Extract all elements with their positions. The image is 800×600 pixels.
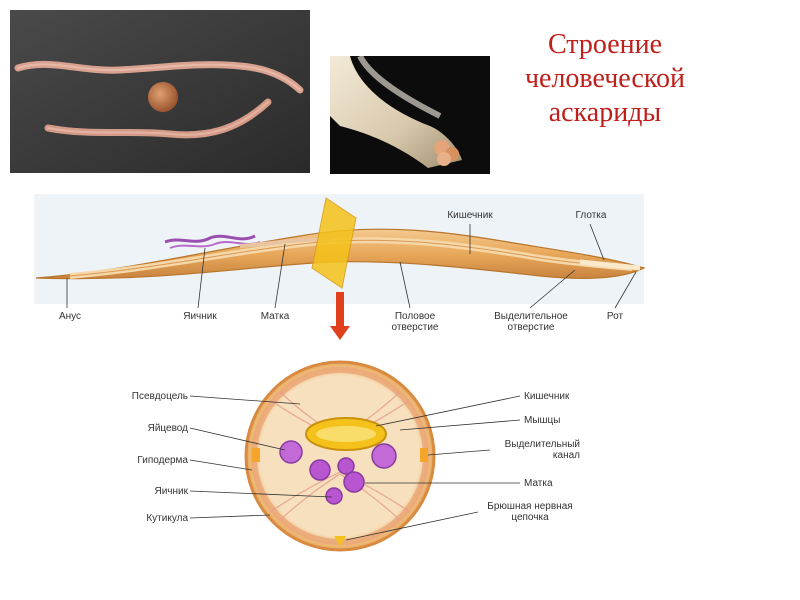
title-line-3: аскариды: [548, 97, 662, 128]
cross-nerve-cord: [334, 536, 346, 546]
label-excretory-canal-line-1: Выделительный: [504, 439, 580, 450]
cut-plane: [311, 197, 357, 289]
label-muscles: Мышцы: [524, 415, 561, 426]
cross-oviduct: [279, 440, 303, 464]
label-excretory-pore-line-2: отверстие: [507, 322, 555, 333]
photo-worms-with-coin: [10, 10, 310, 173]
cross-uterus-top: [371, 443, 397, 469]
label-excretory-canal: Выделительный канал: [480, 439, 580, 461]
cross-uterus: [343, 471, 365, 493]
page-title: Строение человеческой аскариды: [510, 28, 700, 130]
cross-leader-lines: [189, 395, 521, 541]
label-pseudocoel: Псевдоцель: [131, 391, 188, 402]
longitudinal-leader-lines: [66, 223, 637, 309]
coin: [148, 82, 178, 112]
cross-excretory-canal-left: [252, 448, 260, 462]
label-ovary-cross: Яичник: [154, 486, 188, 497]
ovary-coils: [164, 234, 256, 244]
longitudinal-section: [35, 197, 646, 289]
label-intestine-cross: Кишечник: [524, 391, 570, 402]
label-hypodermis: Гиподерма: [137, 455, 188, 466]
worms-photo-drawing: [10, 10, 310, 173]
label-genital-pore: Половое отверстие: [380, 311, 450, 333]
cross-excretory-canal: [420, 448, 428, 462]
title-line-1: Строение: [547, 29, 663, 60]
cross-section-cuticle: [244, 360, 436, 552]
photo-worm-head: [330, 56, 490, 174]
label-pharynx: Глотка: [575, 210, 607, 221]
label-intestine-long: Кишечник: [447, 210, 493, 221]
label-nerve-cord: Брюшная нервная цепочка: [478, 501, 582, 523]
label-genital-pore-line-2: отверстие: [391, 322, 439, 333]
label-nerve-cord-line-1: Брюшная нервная: [487, 501, 573, 512]
label-nerve-cord-line-2: цепочка: [511, 512, 549, 523]
label-genital-pore-line-1: Половое: [394, 311, 436, 322]
label-excretory-pore-line-1: Выделительное: [494, 311, 568, 322]
label-anus: Анус: [58, 311, 82, 322]
pharynx-tube: [579, 259, 641, 271]
head-photo-drawing: [330, 56, 490, 174]
label-uterus-cross: Матка: [524, 478, 553, 489]
label-excretory-canal-line-2: канал: [552, 450, 580, 461]
cross-ovary: [325, 487, 343, 505]
title-line-2: человеческой: [524, 63, 686, 94]
label-oviduct: Яйцевод: [147, 423, 188, 434]
label-uterus-long: Матка: [260, 311, 290, 322]
label-ovary-long: Яичник: [183, 311, 217, 322]
cross-section: [244, 360, 436, 552]
label-excretory-pore: Выделительное отверстие: [484, 311, 578, 333]
label-mouth: Рот: [606, 311, 624, 322]
arrow-down: [330, 292, 350, 340]
label-cuticle: Кутикула: [146, 513, 188, 524]
